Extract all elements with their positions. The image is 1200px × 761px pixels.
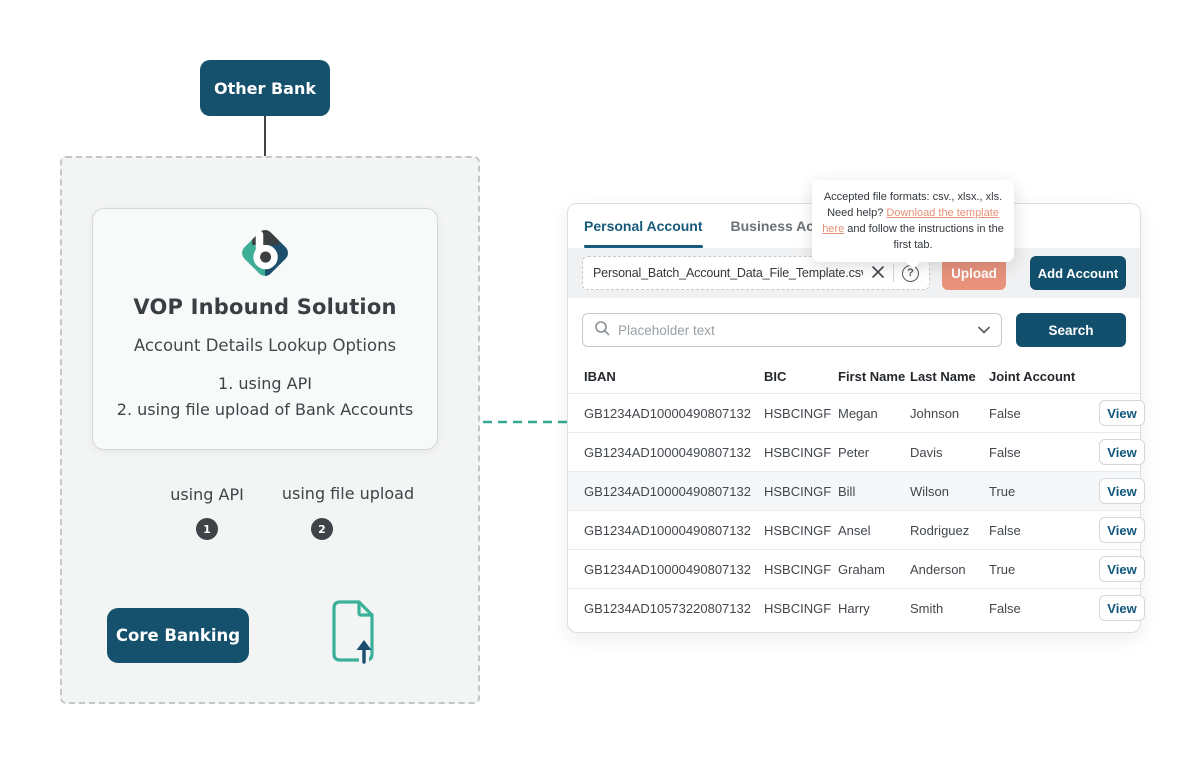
cell-last-name: Davis: [910, 444, 943, 460]
cell-first-name: Megan: [838, 405, 878, 421]
cell-first-name: Bill: [838, 483, 856, 499]
clear-file-button[interactable]: [871, 265, 885, 282]
cell-bic: HSBCINGF: [764, 405, 832, 421]
cell-joint-account: False: [989, 405, 1021, 421]
col-bic: BIC: [764, 369, 787, 384]
lookup-option-2: 2. using file upload of Bank Accounts: [116, 400, 414, 419]
chevron-down-icon[interactable]: [978, 321, 990, 339]
upload-help-tooltip: Accepted file formats: csv., xlsx., xls.…: [812, 180, 1014, 270]
file-upload-icon: [324, 598, 378, 671]
table-row: GB1234AD10573220807132 HSBCINGF Harry Sm…: [568, 588, 1145, 627]
cell-iban: GB1234AD10000490807132: [584, 483, 751, 499]
cell-last-name: Anderson: [910, 561, 966, 577]
search-button[interactable]: Search: [1016, 313, 1126, 347]
branch-number-2-badge: 2: [311, 518, 333, 540]
solution-title: VOP Inbound Solution: [133, 295, 397, 319]
cell-joint-account: False: [989, 600, 1021, 616]
other-bank-node: Other Bank: [200, 60, 330, 116]
table-header: IBAN BIC First Name Last Name Joint Acco…: [568, 360, 1140, 393]
cell-iban: GB1234AD10573220807132: [584, 600, 751, 616]
cell-last-name: Johnson: [910, 405, 960, 421]
cell-first-name: Harry: [838, 600, 870, 616]
cell-iban: GB1234AD10000490807132: [584, 561, 751, 577]
core-banking-label: Core Banking: [115, 626, 241, 645]
divider: [893, 264, 894, 282]
tooltip-formats-line: Accepted file formats: csv., xlsx., xls.: [823, 191, 1003, 203]
search-toolbar: Search: [568, 298, 1140, 347]
solution-subtitle: Account Details Lookup Options: [133, 336, 397, 355]
cell-last-name: Rodriguez: [910, 522, 970, 538]
cell-first-name: Graham: [838, 561, 885, 577]
account-upload-panel: Personal Account Business Account Person…: [567, 203, 1145, 633]
view-button[interactable]: View: [1099, 595, 1145, 621]
col-joint-account: Joint Account: [989, 369, 1076, 384]
cell-iban: GB1234AD10000490807132: [584, 405, 751, 421]
download-template-link[interactable]: Download the template here: [822, 207, 999, 235]
selected-filename: Personal_Batch_Account_Data_File_Templat…: [593, 266, 863, 280]
table-row: GB1234AD10000490807132 HSBCINGF Bill Wil…: [568, 471, 1145, 510]
branch-api-label: using API: [170, 485, 244, 504]
view-button[interactable]: View: [1099, 517, 1145, 543]
branch-file-label: using file upload: [281, 484, 415, 503]
view-button[interactable]: View: [1099, 478, 1145, 504]
lookup-option-1: 1. using API: [218, 374, 312, 393]
table-row: GB1234AD10000490807132 HSBCINGF Graham A…: [568, 549, 1145, 588]
view-button[interactable]: View: [1099, 556, 1145, 582]
cell-bic: HSBCINGF: [764, 561, 832, 577]
view-button[interactable]: View: [1099, 400, 1145, 426]
cell-joint-account: False: [989, 522, 1021, 538]
search-input[interactable]: [618, 322, 970, 338]
cell-first-name: Ansel: [838, 522, 871, 538]
branch-number-1-badge: 1: [196, 518, 218, 540]
cell-bic: HSBCINGF: [764, 522, 832, 538]
view-button[interactable]: View: [1099, 439, 1145, 465]
cell-first-name: Peter: [838, 444, 870, 460]
cell-bic: HSBCINGF: [764, 444, 832, 460]
bank-brand-logo-icon: [236, 224, 294, 286]
tab-personal-account[interactable]: Personal Account: [584, 204, 703, 248]
col-iban: IBAN: [584, 369, 616, 384]
add-account-button[interactable]: Add Account: [1030, 256, 1126, 290]
close-icon: [871, 265, 885, 282]
cell-joint-account: False: [989, 444, 1021, 460]
vop-solution-node: VOP Inbound Solution Account Details Loo…: [92, 208, 438, 450]
cell-bic: HSBCINGF: [764, 483, 832, 499]
tooltip-help-line: Need help? Download the template here an…: [822, 207, 1004, 251]
table-row: GB1234AD10000490807132 HSBCINGF Peter Da…: [568, 432, 1145, 471]
upload-button[interactable]: Upload: [942, 256, 1006, 290]
search-box[interactable]: [582, 313, 1002, 347]
col-first-name: First Name: [838, 369, 906, 384]
cell-last-name: Smith: [910, 600, 944, 616]
table-body: GB1234AD10000490807132 HSBCINGF Megan Jo…: [568, 393, 1145, 627]
table-row: GB1234AD10000490807132 HSBCINGF Ansel Ro…: [568, 510, 1145, 549]
cell-iban: GB1234AD10000490807132: [584, 444, 751, 460]
cell-iban: GB1234AD10000490807132: [584, 522, 751, 538]
cell-bic: HSBCINGF: [764, 600, 832, 616]
cell-joint-account: True: [989, 561, 1016, 577]
search-icon: [594, 320, 610, 341]
cell-joint-account: True: [989, 483, 1016, 499]
cell-last-name: Wilson: [910, 483, 950, 499]
core-banking-node: Core Banking: [107, 608, 249, 663]
table-row: GB1234AD10000490807132 HSBCINGF Megan Jo…: [568, 393, 1145, 432]
other-bank-label: Other Bank: [214, 78, 316, 98]
col-last-name: Last Name: [910, 369, 976, 384]
